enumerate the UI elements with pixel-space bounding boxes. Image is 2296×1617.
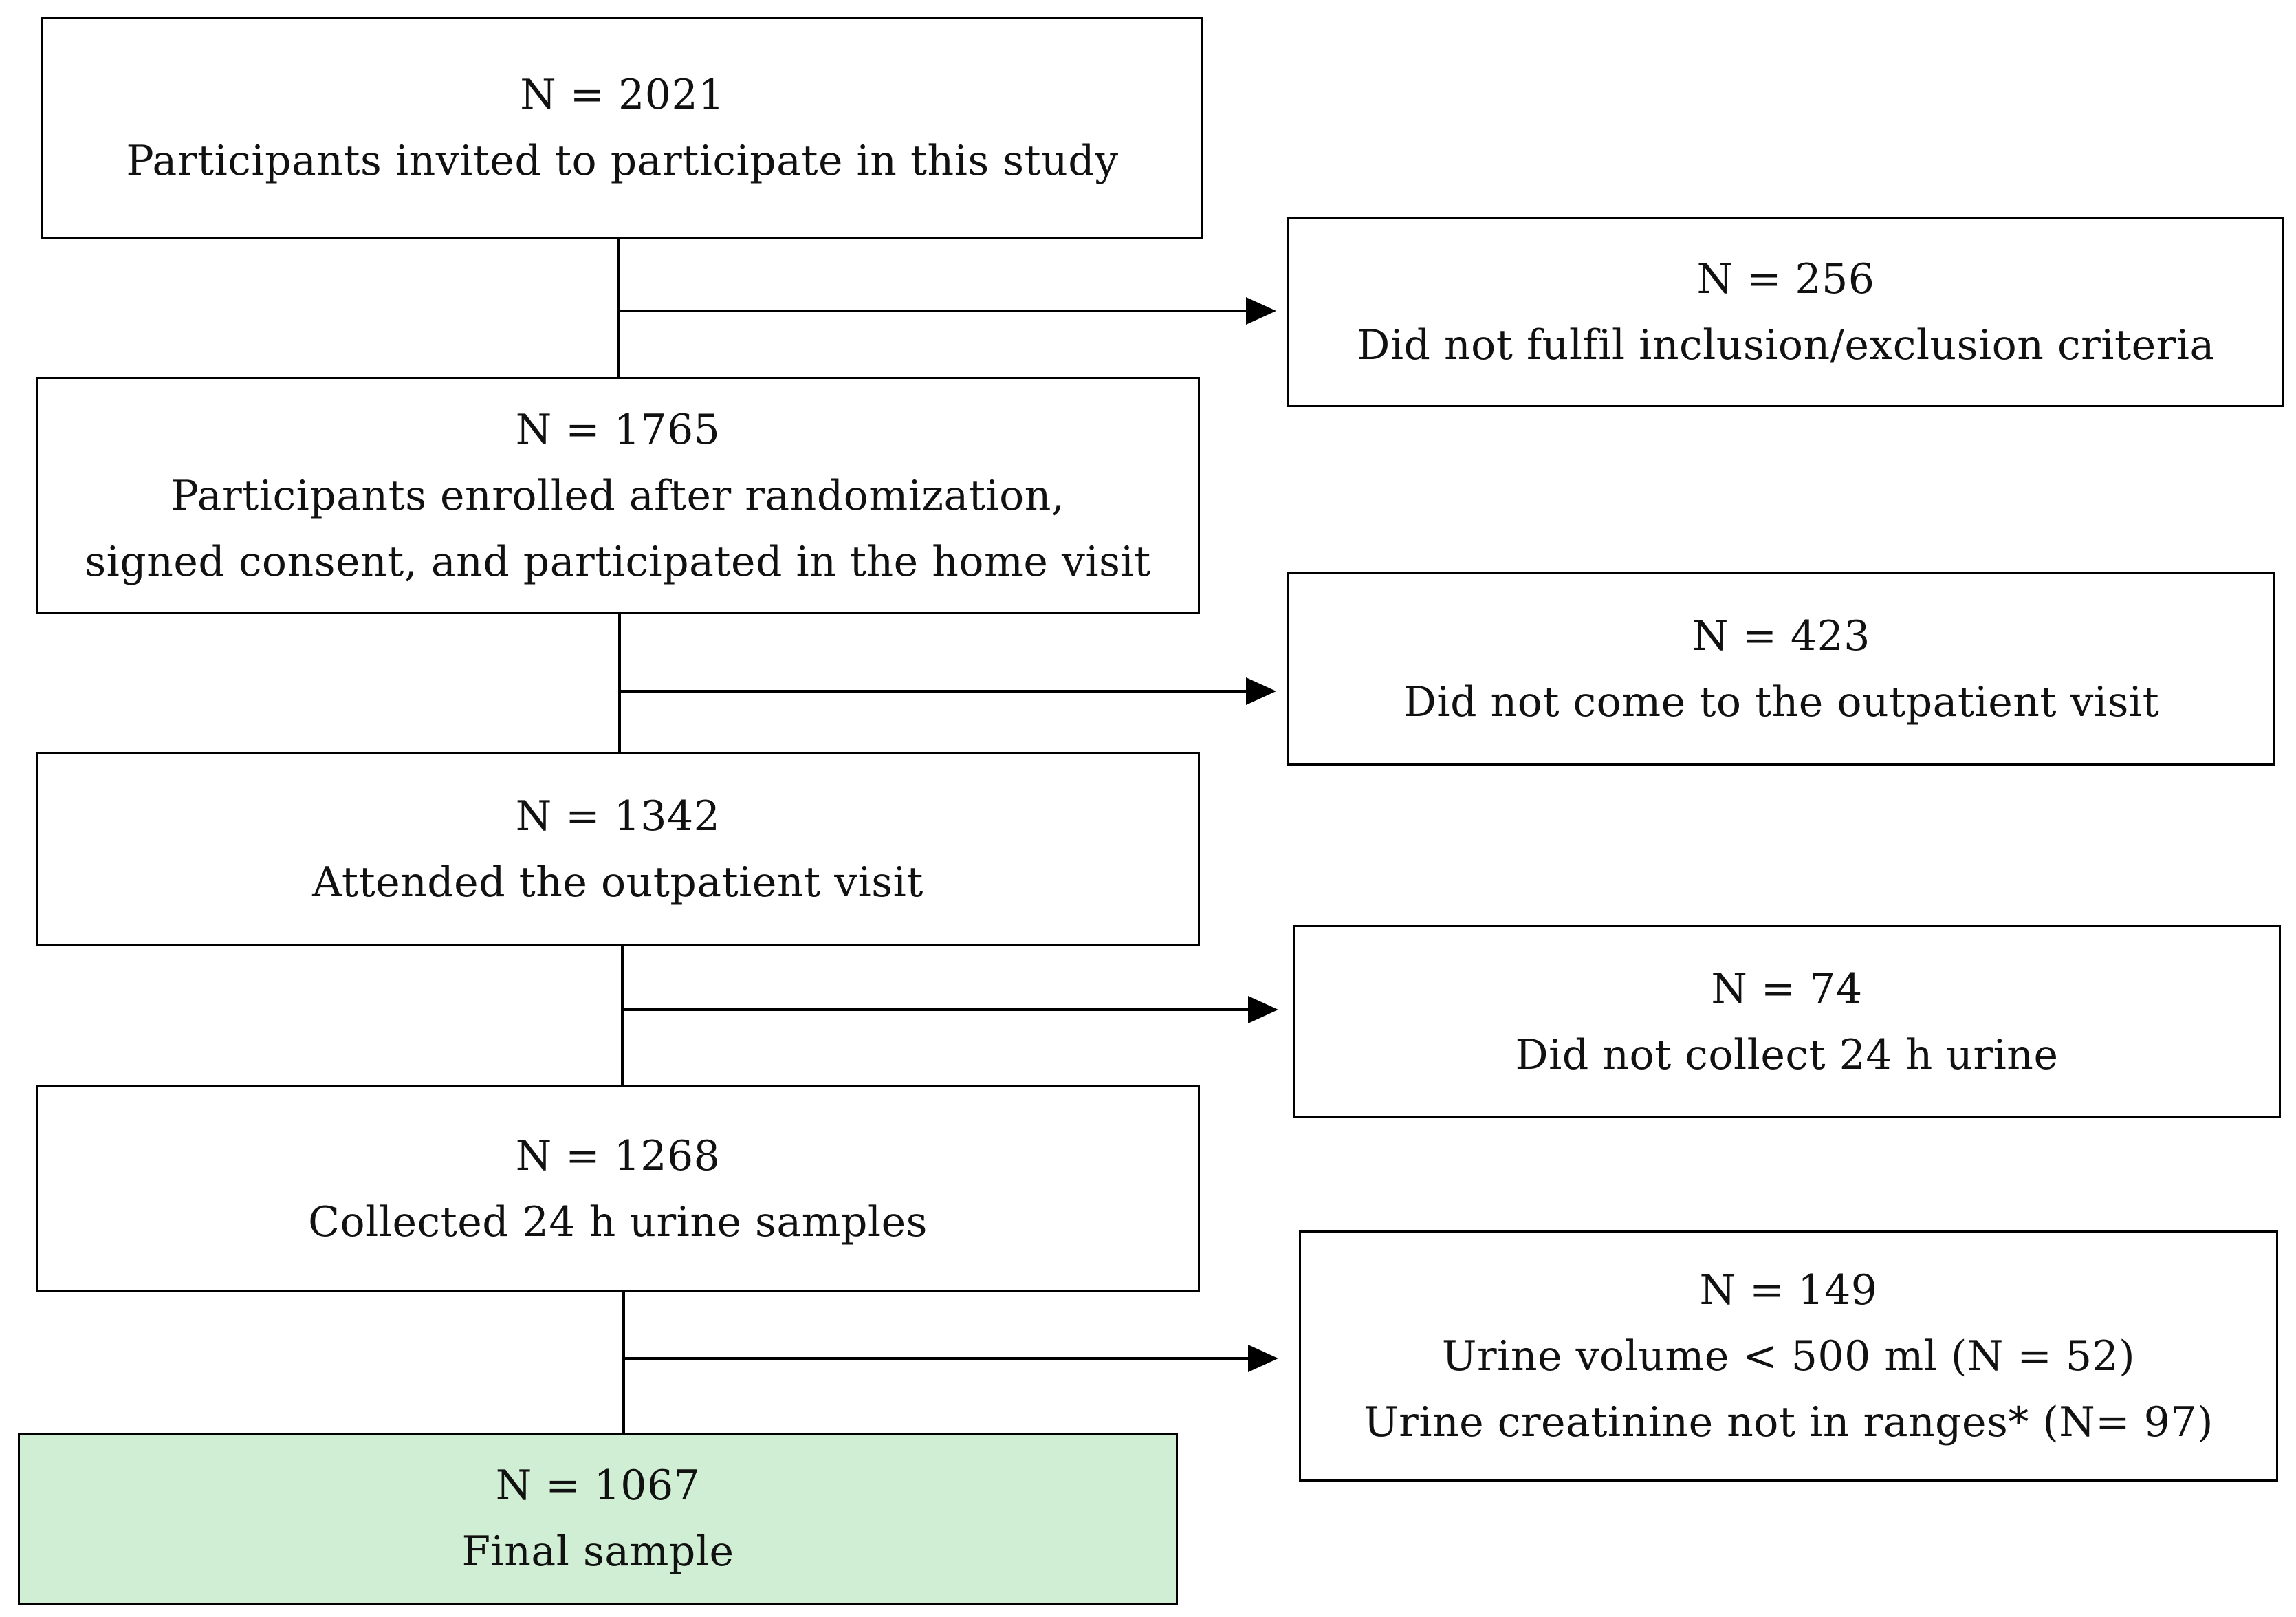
exclusion-reason: Urine creatinine not in ranges* (N= 97) bbox=[1364, 1398, 2213, 1446]
step-box-attended: N = 1342 Attended the outpatient visit bbox=[36, 752, 1200, 946]
step-description: Participants enrolled after randomizatio… bbox=[171, 471, 1065, 520]
arrowhead-4 bbox=[1248, 1345, 1278, 1372]
step-count: N = 1067 bbox=[495, 1462, 701, 1510]
exclusion-box-no-urine: N = 74 Did not collect 24 h urine bbox=[1293, 925, 2281, 1118]
exclusion-box-invalid-samples: N = 149 Urine volume < 500 ml (N = 52) U… bbox=[1299, 1230, 2278, 1482]
exclusion-box-criteria: N = 256 Did not fulfil inclusion/exclusi… bbox=[1287, 217, 2284, 407]
arrowhead-3 bbox=[1248, 996, 1278, 1023]
arrowhead-1 bbox=[1246, 297, 1276, 325]
step-box-invited: N = 2021 Participants invited to partici… bbox=[41, 17, 1203, 239]
step-box-final-sample: N = 1067 Final sample bbox=[18, 1433, 1178, 1605]
step-count: N = 1342 bbox=[515, 792, 721, 840]
step-description: Participants invited to participate in t… bbox=[126, 137, 1119, 185]
exclusion-count: N = 423 bbox=[1692, 611, 1870, 660]
step-count: N = 2021 bbox=[520, 71, 725, 119]
step-box-enrolled: N = 1765 Participants enrolled after ran… bbox=[36, 377, 1200, 614]
step-count: N = 1765 bbox=[515, 405, 721, 454]
exclusion-reason: Did not come to the outpatient visit bbox=[1403, 677, 2160, 726]
step-count: N = 1268 bbox=[515, 1131, 721, 1180]
exclusion-box-no-visit: N = 423 Did not come to the outpatient v… bbox=[1287, 572, 2275, 766]
step-description: Final sample bbox=[461, 1528, 734, 1576]
exclusion-reason: Urine volume < 500 ml (N = 52) bbox=[1441, 1332, 2136, 1380]
exclusion-count: N = 256 bbox=[1696, 254, 1875, 303]
exclusion-count: N = 149 bbox=[1699, 1266, 1878, 1314]
exclusion-reason: Did not collect 24 h urine bbox=[1515, 1030, 2059, 1079]
exclusion-reason: Did not fulfil inclusion/exclusion crite… bbox=[1357, 321, 2215, 369]
step-box-collected: N = 1268 Collected 24 h urine samples bbox=[36, 1085, 1200, 1292]
step-description: signed consent, and participated in the … bbox=[85, 537, 1151, 586]
exclusion-count: N = 74 bbox=[1711, 964, 1863, 1013]
arrowhead-2 bbox=[1246, 677, 1276, 705]
step-description: Collected 24 h urine samples bbox=[308, 1197, 928, 1246]
step-description: Attended the outpatient visit bbox=[312, 858, 923, 907]
